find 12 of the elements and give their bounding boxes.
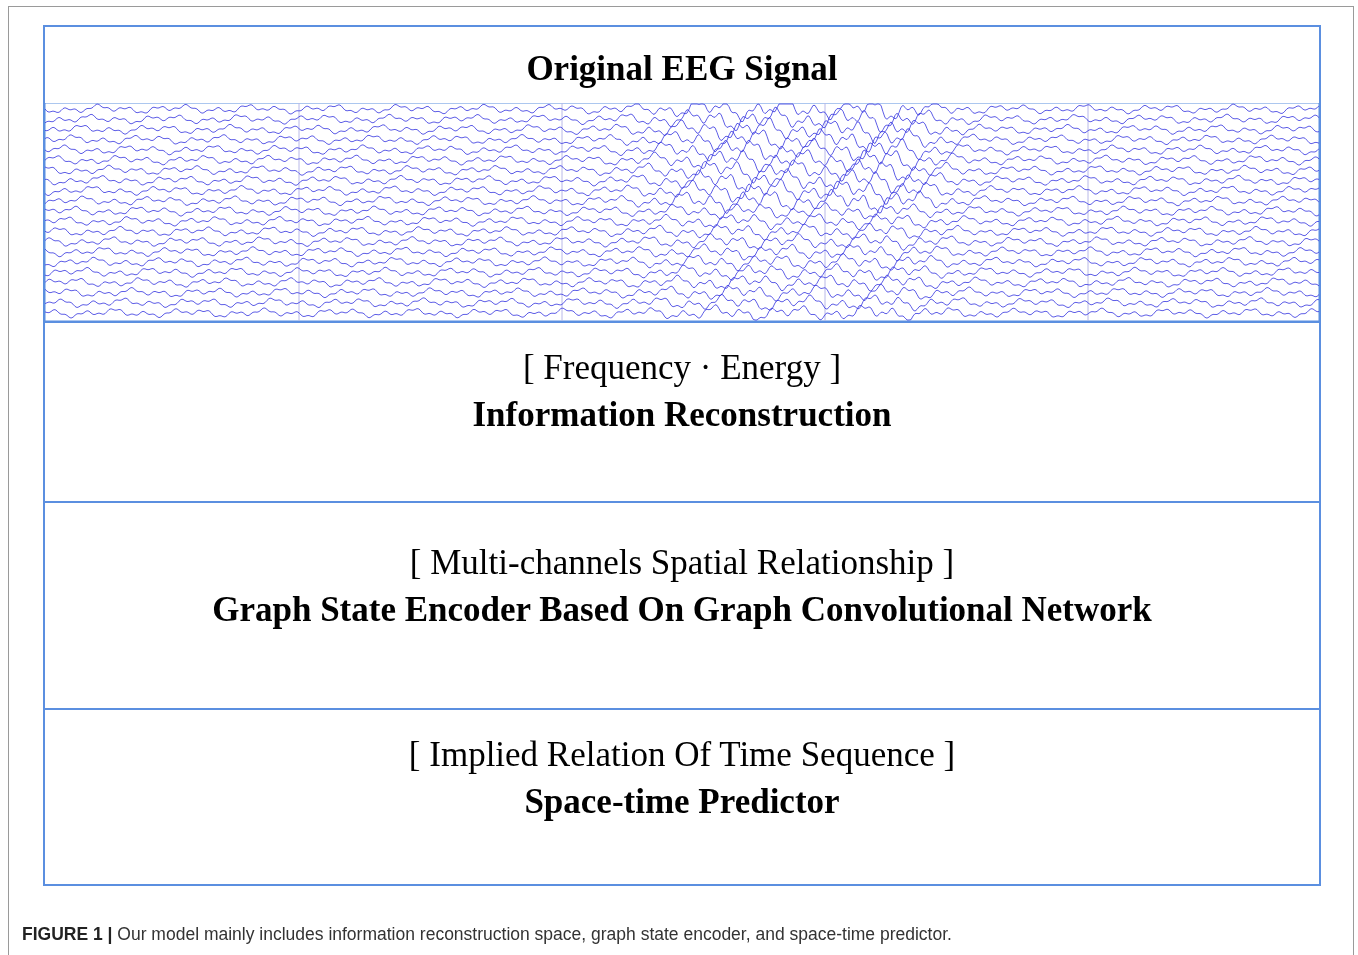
- layer-box: [43, 25, 1321, 323]
- layer-title: Original EEG Signal: [526, 49, 838, 89]
- layer-title: Space-time Predictor: [524, 782, 840, 822]
- layer-subtitle: [ Frequency · Energy ]: [522, 348, 842, 388]
- layer-box: [43, 321, 1321, 503]
- layer-subtitle: [ Implied Relation Of Time Sequence ]: [408, 735, 956, 775]
- layer-title: Information Reconstruction: [472, 395, 892, 435]
- layer-subtitle: [ Multi-channels Spatial Relationship ]: [409, 543, 955, 583]
- figure-caption: FIGURE 1 | Our model mainly includes information reconstruction space, graph state encoder, and space-time predictor.: [22, 924, 952, 945]
- layer-title: Graph State Encoder Based On Graph Convolutional Network: [212, 590, 1152, 630]
- layer-box: [43, 708, 1321, 886]
- layer-box: [43, 501, 1321, 710]
